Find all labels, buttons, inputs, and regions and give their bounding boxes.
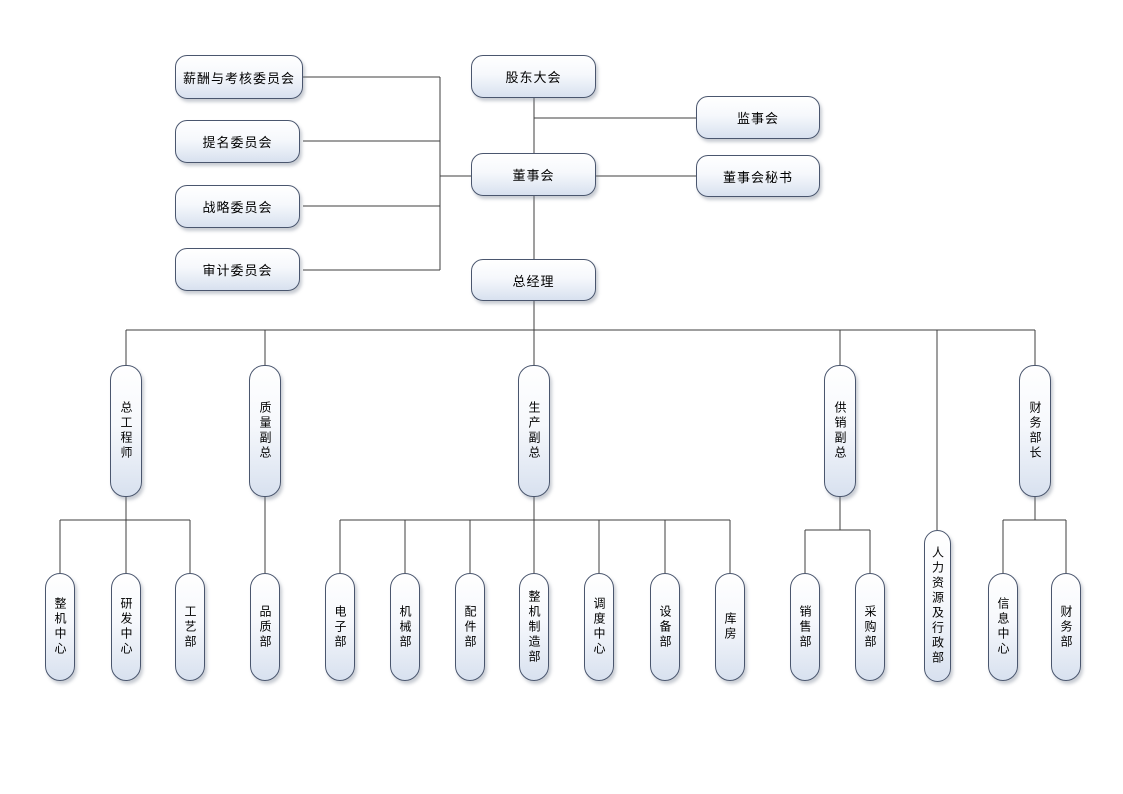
- node-general-manager: 总经理: [471, 259, 596, 301]
- node-dept-information-center: 信息中心: [988, 573, 1018, 681]
- node-dept-label: 信息中心: [996, 597, 1010, 657]
- node-dept-label: 整机制造部: [527, 589, 541, 665]
- node-board-of-directors: 董事会: [471, 153, 596, 196]
- node-dept-label: 电子部: [333, 604, 347, 650]
- node-dept-label: 采购部: [863, 604, 877, 650]
- node-supervisory-board: 监事会: [696, 96, 820, 139]
- node-supply-sales-vp: 供销副总: [824, 365, 856, 497]
- node-dept-finance: 财务部: [1051, 573, 1081, 681]
- node-dept-quality: 品质部: [250, 573, 280, 681]
- node-dept-machine-manufacturing: 整机制造部: [519, 573, 549, 681]
- node-shareholders-meeting: 股东大会: [471, 55, 596, 98]
- node-dept-label: 调度中心: [592, 597, 606, 657]
- node-dept-label: 研发中心: [119, 597, 133, 657]
- node-finance-director-label: 财务部长: [1028, 401, 1042, 461]
- node-remuneration-assessment-committee: 薪酬与考核委员会: [175, 55, 303, 99]
- node-dept-rd-center: 研发中心: [111, 573, 141, 681]
- node-dept-equipment: 设备部: [650, 573, 680, 681]
- node-quality-vp-label: 质量副总: [258, 401, 272, 461]
- node-dept-complete-machine-center: 整机中心: [45, 573, 75, 681]
- node-dept-parts: 配件部: [455, 573, 485, 681]
- node-dept-label: 机械部: [398, 604, 412, 650]
- node-dept-purchasing: 采购部: [855, 573, 885, 681]
- node-audit-committee: 审计委员会: [175, 248, 300, 291]
- node-board-secretary: 董事会秘书: [696, 155, 820, 197]
- node-supply-sales-vp-label: 供销副总: [833, 401, 847, 461]
- node-quality-vp: 质量副总: [249, 365, 281, 497]
- node-dept-label: 销售部: [798, 604, 812, 650]
- node-strategy-committee: 战略委员会: [175, 185, 300, 228]
- node-dept-dispatch-center: 调度中心: [584, 573, 614, 681]
- node-dept-hr-admin-label: 人力资源及行政部: [930, 546, 945, 666]
- node-chief-engineer-label: 总工程师: [119, 401, 133, 461]
- node-dept-label: 财务部: [1059, 604, 1073, 650]
- node-dept-machinery: 机械部: [390, 573, 420, 681]
- node-finance-director: 财务部长: [1019, 365, 1051, 497]
- node-dept-label: 配件部: [463, 604, 477, 650]
- node-dept-label: 整机中心: [53, 597, 67, 657]
- node-dept-label: 工艺部: [183, 604, 197, 650]
- node-dept-sales: 销售部: [790, 573, 820, 681]
- node-dept-electronics: 电子部: [325, 573, 355, 681]
- node-dept-process: 工艺部: [175, 573, 205, 681]
- node-production-vp-label: 生产副总: [527, 401, 541, 461]
- node-dept-label: 品质部: [258, 604, 272, 650]
- node-production-vp: 生产副总: [518, 365, 550, 497]
- node-dept-label: 设备部: [658, 604, 672, 650]
- node-dept-label: 库房: [723, 612, 737, 642]
- node-nomination-committee: 提名委员会: [175, 120, 300, 163]
- node-dept-hr-admin: 人力资源及行政部: [924, 530, 951, 682]
- node-chief-engineer: 总工程师: [110, 365, 142, 497]
- node-dept-warehouse: 库房: [715, 573, 745, 681]
